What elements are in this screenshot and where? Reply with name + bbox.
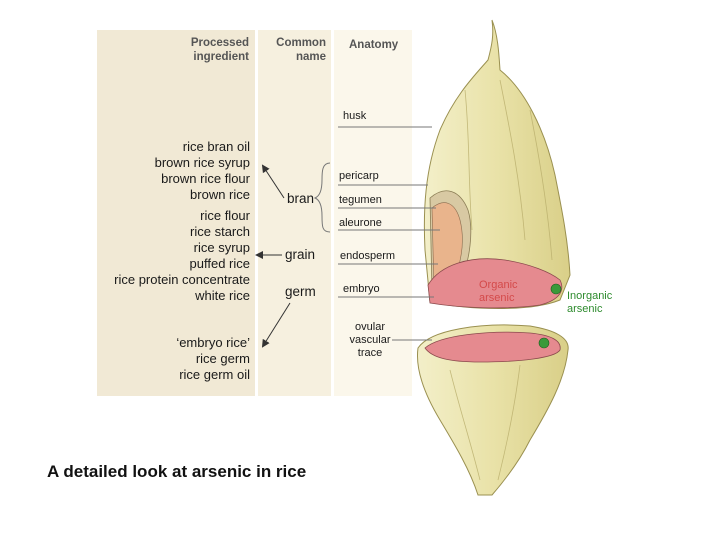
ovular-line3: trace: [357, 347, 383, 359]
anatomy-pericarp: pericarp: [339, 170, 379, 182]
ingredient-item: brown rice flour: [161, 171, 250, 186]
anatomy-embryo: embryo: [343, 283, 380, 295]
inorganic-line1: Inorganic: [567, 290, 613, 302]
inorganic-arsenic-dot-lower: [538, 337, 550, 349]
ingredient-item: rice germ: [195, 351, 250, 366]
ingredient-item: rice flour: [200, 208, 250, 223]
ingredient-item: puffed rice: [189, 256, 250, 271]
lower-husk: [416, 324, 569, 496]
organic-line2: arsenic: [479, 292, 515, 304]
ingredient-item: rice germ oil: [179, 367, 250, 382]
endosperm-upper: [427, 258, 563, 309]
lower-husk-folds: [449, 364, 521, 481]
bran-ingredient-list: rice bran oil brown rice syrup brown ric…: [155, 139, 250, 203]
common-header-line1: Common: [276, 37, 326, 49]
inorganic-arsenic-label: Inorganic arsenic: [567, 290, 612, 316]
ingredient-item: brown rice syrup: [154, 155, 250, 170]
processed-header-line2: ingredient: [193, 51, 249, 63]
common-name-bran: bran: [287, 191, 315, 206]
ingredient-item: ‘embryo rice’: [176, 335, 250, 350]
ovular-line2: vascular: [349, 334, 391, 346]
common-name-header: Common name: [258, 36, 326, 64]
anatomy-aleurone: aleurone: [339, 217, 382, 229]
common-name-grain: grain: [285, 247, 316, 262]
processed-ingredient-header: Processed ingredient: [97, 36, 249, 64]
germ-ingredient-list: ‘embryo rice’ rice germ rice germ oil: [176, 335, 250, 383]
bran-arrow: [261, 164, 285, 199]
endosperm-lower: [424, 331, 561, 363]
anatomy-leader-lines: [338, 126, 440, 341]
anatomy-column: [334, 30, 412, 396]
ingredient-item: rice bran oil: [182, 139, 250, 154]
bran-bracket: [313, 162, 331, 233]
organic-arsenic-label: Organic arsenic: [479, 279, 518, 305]
ovular-line1: ovular: [355, 321, 385, 333]
anatomy-husk: husk: [343, 110, 367, 122]
common-name-germ: germ: [285, 284, 316, 299]
anatomy-endosperm: endosperm: [340, 250, 396, 262]
inorganic-line2: arsenic: [567, 303, 603, 315]
husk-folds: [464, 79, 553, 261]
grain-ingredient-list: rice flour rice starch rice syrup puffed…: [114, 208, 250, 304]
germ-arrow: [261, 302, 291, 348]
anatomy-tegumen: tegumen: [339, 194, 382, 206]
anatomy-header: Anatomy: [349, 39, 399, 51]
processed-header-line1: Processed: [190, 37, 249, 49]
ingredient-item: white rice: [195, 288, 250, 303]
anatomy-ovular-vascular-trace: ovular vascular trace: [342, 321, 398, 360]
inorganic-arsenic-dot-upper: [550, 283, 562, 295]
ingredient-item: rice starch: [190, 224, 250, 239]
processed-ingredient-column: [97, 30, 255, 396]
ingredient-item: brown rice: [190, 187, 250, 202]
figure-caption: A detailed look at arsenic in rice: [47, 462, 307, 481]
common-header-line2: name: [295, 51, 326, 63]
ingredient-item: rice protein concentrate: [114, 272, 250, 287]
ingredient-item: rice syrup: [193, 240, 250, 255]
organic-line1: Organic: [479, 279, 518, 291]
